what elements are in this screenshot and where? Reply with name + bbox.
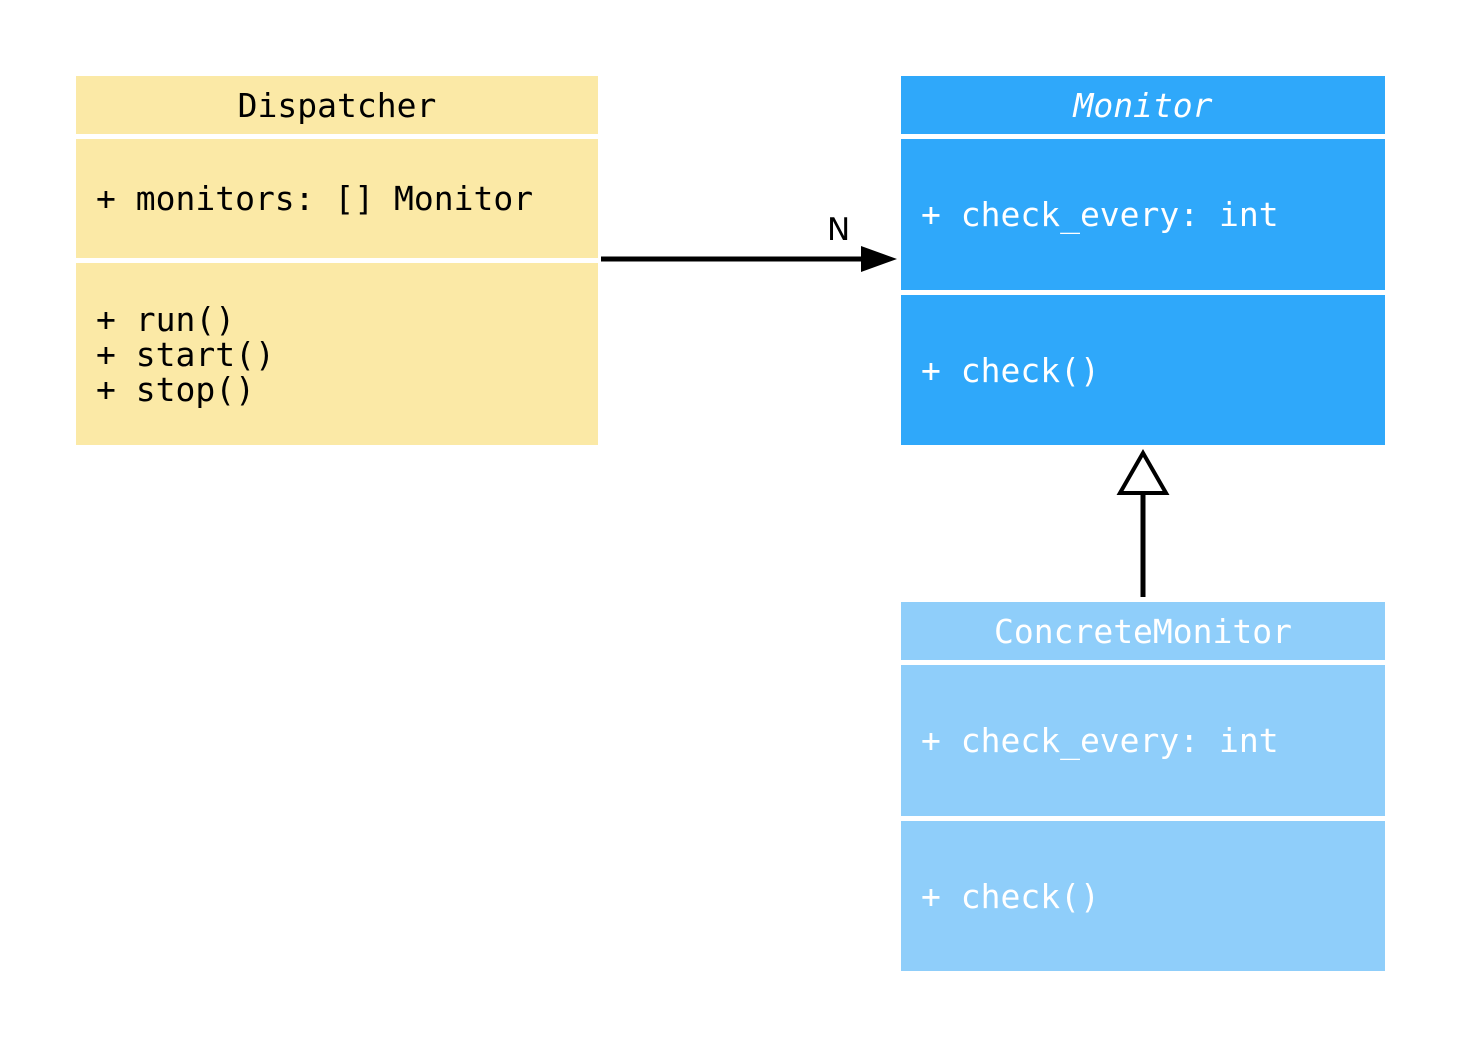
method-row: + run() xyxy=(96,299,236,339)
class-attributes-section-monitor: + check_every: int xyxy=(901,139,1385,290)
inheritance-triangle-icon xyxy=(1116,448,1170,495)
association-edge-dispatcher-monitor xyxy=(601,246,897,272)
class-node-monitor: Monitor + check_every: int + check() xyxy=(901,76,1385,445)
method-row: + check() xyxy=(921,876,1100,916)
association-arrowhead-icon xyxy=(861,246,897,272)
method-row: + check() xyxy=(921,350,1100,390)
method-row: + stop() xyxy=(96,369,255,409)
association-multiplicity-label: N xyxy=(827,212,851,248)
class-node-concretemonitor: ConcreteMonitor + check_every: int + che… xyxy=(901,602,1385,971)
class-title-dispatcher: Dispatcher xyxy=(76,76,598,134)
attribute-row: + check_every: int xyxy=(921,195,1279,234)
attribute-row: + check_every: int xyxy=(921,721,1279,760)
method-row: + start() xyxy=(96,334,275,374)
class-methods-section-concretemonitor: + check() xyxy=(901,821,1385,971)
attribute-row: + monitors: [] Monitor xyxy=(96,179,534,218)
inheritance-edge-concretemonitor-monitor xyxy=(1116,448,1170,597)
class-methods-section-dispatcher: + run() + start() + stop() xyxy=(76,263,598,445)
class-title-concretemonitor: ConcreteMonitor xyxy=(901,602,1385,660)
class-title-monitor: Monitor xyxy=(901,76,1385,134)
class-methods-section-monitor: + check() xyxy=(901,295,1385,445)
class-attributes-section-concretemonitor: + check_every: int xyxy=(901,665,1385,816)
class-node-dispatcher: Dispatcher + monitors: [] Monitor + run(… xyxy=(76,76,598,445)
class-attributes-section-dispatcher: + monitors: [] Monitor xyxy=(76,139,598,258)
